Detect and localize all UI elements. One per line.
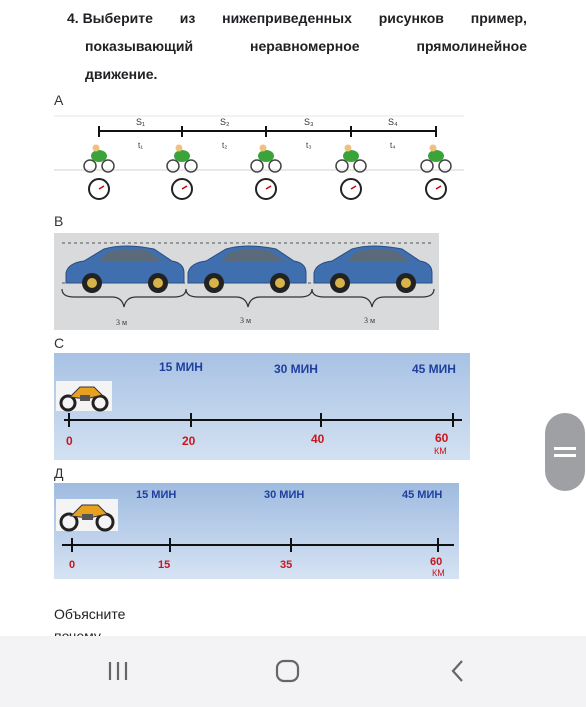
distance-brace — [61, 288, 187, 308]
question-word: показывающий — [85, 38, 194, 54]
distance-brace — [185, 288, 313, 308]
question-word: рисунков — [378, 10, 444, 26]
option-c-label: С — [54, 335, 65, 351]
question-line-1: 4. Выберите из нижеприведенных рисунков … — [67, 4, 527, 32]
cyclist-icon — [420, 144, 452, 173]
cyclist-icon — [250, 144, 282, 173]
stopwatch-icon — [340, 178, 362, 200]
cyclist-icon — [83, 144, 115, 173]
segment-label: S₄ — [388, 117, 398, 127]
cyclist-icon — [335, 144, 367, 173]
option-d-label: Д — [54, 465, 64, 481]
system-navigation-bar — [0, 636, 586, 707]
time-label: 30 МИН — [274, 362, 318, 376]
car-icon — [65, 245, 185, 293]
segment-ticks — [98, 126, 437, 137]
distance-label: 40 — [311, 432, 325, 446]
question-line-3: движение. — [67, 60, 527, 88]
explain-text: Объясните — [54, 606, 126, 622]
question-line-2: показывающий неравномерное прямолинейное — [67, 32, 527, 60]
home-button[interactable] — [268, 656, 308, 686]
distance-brace — [311, 288, 435, 308]
stopwatch-icon — [171, 178, 193, 200]
distance-label: 3 м — [364, 316, 375, 325]
motorcycle-icon — [56, 381, 112, 412]
recent-apps-button[interactable] — [98, 656, 138, 686]
time-label: 45 МИН — [412, 362, 456, 376]
time-label: 15 МИН — [159, 360, 203, 374]
distance-label: 35 — [280, 559, 292, 571]
cyclist-icon — [166, 144, 198, 173]
distance-label: 60 — [435, 431, 449, 445]
question-word: нижеприведенных — [222, 10, 352, 26]
segment-label: S₁ — [136, 117, 145, 127]
time-label: 15 МИН — [136, 489, 176, 501]
option-b-label: В — [54, 213, 64, 229]
time-label: t₁ — [138, 141, 143, 150]
explain-text-cut: почему — [54, 628, 101, 636]
time-label: t₃ — [306, 141, 311, 150]
option-b-figure: 3 м 3 м 3 м — [54, 233, 439, 330]
distance-label: 0 — [66, 434, 73, 448]
question-word: движение. — [85, 66, 158, 82]
option-a-label: А — [54, 92, 64, 108]
option-d-figure: 15 МИН 30 МИН 45 МИН 0 15 35 60 КМ — [54, 483, 459, 579]
car-icon — [313, 245, 433, 293]
question-word: прямолинейное — [416, 38, 527, 54]
side-menu-button[interactable] — [545, 413, 585, 491]
option-c-figure: 15 МИН 30 МИН 45 МИН 0 20 40 60 КМ — [54, 353, 470, 460]
time-label: t₂ — [222, 141, 227, 150]
distance-label: 20 — [182, 434, 196, 448]
recent-apps-icon — [108, 662, 128, 680]
distance-label: 3 м — [240, 316, 251, 325]
question-word: 4. Выберите — [67, 10, 153, 26]
time-label: 45 МИН — [402, 489, 442, 501]
back-icon — [451, 660, 463, 682]
stopwatch-icon — [255, 178, 277, 200]
motorcycle-diagram-c: 15 МИН 30 МИН 45 МИН 0 20 40 60 КМ — [56, 360, 462, 456]
back-button[interactable] — [438, 656, 478, 686]
menu-lines-icon — [554, 447, 576, 457]
question-text: 4. Выберите из нижеприведенных рисунков … — [67, 4, 527, 88]
unit-label: КМ — [434, 446, 447, 456]
distance-label: 0 — [69, 559, 75, 571]
home-icon — [275, 659, 300, 683]
distance-label: 60 — [430, 556, 442, 568]
car-icon — [187, 245, 307, 293]
question-word: неравномерное — [250, 38, 360, 54]
stopwatch-icon — [425, 178, 447, 200]
unit-label: КМ — [432, 568, 445, 578]
stopwatch-icon — [88, 178, 110, 200]
cyclist-diagram: S₁ S₂ S₃ S₄ t₁ t₂ t₃ t₄ — [54, 115, 464, 200]
distance-label: 3 м — [116, 318, 127, 327]
option-a-figure: S₁ S₂ S₃ S₄ t₁ t₂ t₃ t₄ — [54, 110, 464, 202]
cars-diagram: 3 м 3 м 3 м — [61, 242, 435, 327]
question-word: пример, — [470, 10, 527, 26]
motorcycle-icon — [56, 499, 118, 532]
question-word: из — [179, 10, 196, 26]
time-label: t₄ — [390, 141, 396, 150]
distance-label: 15 — [158, 559, 170, 571]
time-label: 30 МИН — [264, 489, 304, 501]
segment-label: S₃ — [304, 117, 314, 127]
segment-label: S₂ — [220, 117, 230, 127]
motorcycle-diagram-d: 15 МИН 30 МИН 45 МИН 0 15 35 60 КМ — [56, 489, 454, 578]
